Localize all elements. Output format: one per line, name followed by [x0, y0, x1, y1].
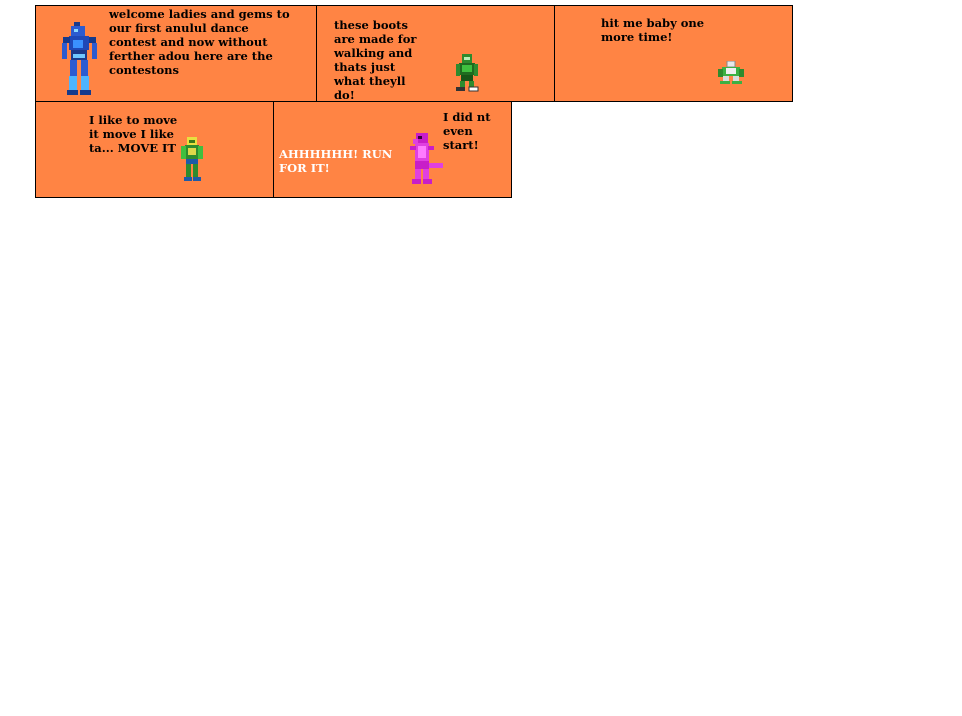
caption-announcer: welcome ladies and gems to our first anu… [109, 7, 290, 77]
comic-panel-hit-me: hit me baby one more time! [554, 5, 793, 102]
caption-line: contestons [109, 63, 179, 77]
caption-line: our first anulul dance [109, 21, 249, 35]
caption-line: AHHHHHH! RUN [279, 147, 393, 161]
green-armored-robot-icon [456, 54, 479, 92]
caption-line: what theyll [334, 74, 406, 88]
caption-line: walking and [334, 46, 413, 60]
caption-move-it: I like to move it move I like ta... MOVE… [89, 113, 177, 155]
comic-panel-move-it: I like to move it move I like ta... MOVE… [35, 101, 274, 198]
comic-panel-announcer: welcome ladies and gems to our first anu… [35, 5, 317, 102]
caption-line: more time! [601, 30, 673, 44]
green-white-crouching-robot-icon [718, 61, 744, 84]
blue-robot-announcer-icon [62, 22, 97, 95]
caption-line: start! [443, 138, 479, 152]
caption-boots: these boots are made for walking and tha… [334, 18, 417, 102]
caption-line: thats just [334, 60, 396, 74]
caption-line: contest and now without [109, 35, 268, 49]
caption-line: ta... MOVE IT [89, 141, 176, 155]
caption-line: do! [334, 88, 355, 102]
caption-line: it move I like [89, 127, 174, 141]
caption-line: FOR IT! [279, 161, 330, 175]
caption-hit-me: hit me baby one more time! [601, 16, 704, 44]
caption-line: even [443, 124, 473, 138]
pink-dinosaur-icon [410, 133, 443, 184]
comic-panel-run: AHHHHHH! RUN FOR IT! I did nt even start… [273, 101, 512, 198]
caption-line: these boots [334, 18, 408, 32]
caption-reply: I did nt even start! [443, 110, 491, 152]
caption-line: ferther adou here are the [109, 49, 273, 63]
caption-line: hit me baby one [601, 16, 705, 30]
comic-panel-boots: these boots are made for walking and tha… [316, 5, 555, 102]
caption-line: I like to move [89, 113, 178, 127]
caption-line: welcome ladies and gems to [109, 7, 290, 21]
caption-line: are made for [334, 32, 417, 46]
caption-run: AHHHHHH! RUN FOR IT! [279, 147, 392, 175]
caption-line: I did nt [443, 110, 491, 124]
yellow-green-robot-icon [181, 137, 203, 181]
